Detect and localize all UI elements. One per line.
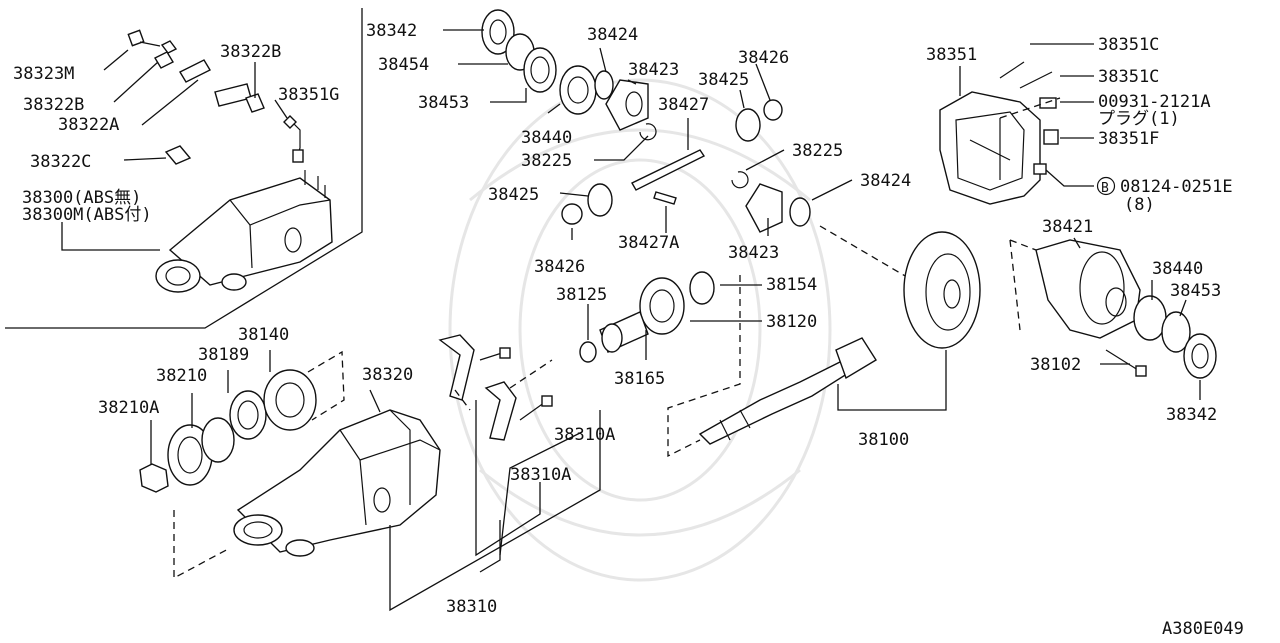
rear-cover-parts [939, 61, 1059, 205]
label-38210[interactable]: 38210 [156, 366, 207, 386]
rear-cover-leaders [959, 43, 1094, 187]
watermark-emblem [448, 78, 832, 582]
label-38102[interactable]: 38102 [1030, 355, 1081, 375]
pinion-parts [579, 231, 981, 445]
label-38426-mid[interactable]: 38426 [534, 257, 585, 277]
label-38225-left[interactable]: 38225 [521, 151, 572, 171]
label-38310A-a[interactable]: 38310A [554, 425, 615, 445]
label-38351G[interactable]: 38351G [278, 85, 339, 105]
dash-box-left [173, 510, 231, 580]
label-38322C[interactable]: 38322C [30, 152, 91, 172]
diff-case-leaders [1073, 237, 1201, 400]
label-38100[interactable]: 38100 [858, 430, 909, 450]
label-38189[interactable]: 38189 [198, 345, 249, 365]
gear-leaders [443, 29, 853, 240]
label-38351F[interactable]: 38351F [1098, 129, 1159, 149]
label-38425-mid[interactable]: 38425 [488, 185, 539, 205]
label-38300[interactable]: 38300(ABS無) [22, 188, 141, 208]
label-38125[interactable]: 38125 [556, 285, 607, 305]
diff-case-parts [1035, 239, 1217, 379]
label-38120[interactable]: 38120 [766, 312, 817, 332]
label-38425-top[interactable]: 38425 [698, 70, 749, 90]
label-38351C-a[interactable]: 38351C [1098, 35, 1159, 55]
label-38342-right[interactable]: 38342 [1166, 405, 1217, 425]
label-38322B-top[interactable]: 38322B [220, 42, 281, 62]
inset-frame [5, 8, 363, 329]
label-38424-mid[interactable]: 38424 [860, 171, 911, 191]
label-38210A[interactable]: 38210A [98, 398, 159, 418]
dash-gear-to-ring [819, 225, 913, 281]
inset-leaders [61, 49, 288, 251]
label-38426-top[interactable]: 38426 [738, 48, 789, 68]
label-38342-top[interactable]: 38342 [366, 21, 417, 41]
label-38351C-b[interactable]: 38351C [1098, 67, 1159, 87]
label-38453-left[interactable]: 38453 [418, 93, 469, 113]
label-38427A[interactable]: 38427A [618, 233, 679, 253]
label-38154[interactable]: 38154 [766, 275, 817, 295]
label-38322A[interactable]: 38322A [58, 115, 119, 135]
label-38165[interactable]: 38165 [614, 369, 665, 389]
label-38454[interactable]: 38454 [378, 55, 429, 75]
gear-parts [481, 9, 811, 233]
dash-line-flange [307, 350, 345, 421]
bolt-marker-circle [1096, 176, 1116, 196]
label-38427[interactable]: 38427 [658, 95, 709, 115]
pinion-leaders [587, 284, 947, 411]
label-38320[interactable]: 38320 [362, 365, 413, 385]
label-38225-right[interactable]: 38225 [792, 141, 843, 161]
label-38453-right[interactable]: 38453 [1170, 281, 1221, 301]
carrier-assembly [139, 334, 553, 557]
label-38323M[interactable]: 38323M [13, 64, 74, 84]
diagram-code: A380E049 [1162, 619, 1244, 638]
carrier-leaders [150, 350, 601, 612]
label-38310A-b[interactable]: 38310A [510, 465, 571, 485]
dash-cover-box [999, 97, 1061, 119]
label-38423-mid[interactable]: 38423 [728, 243, 779, 263]
inset-assembly [127, 29, 333, 293]
label-38424-top[interactable]: 38424 [587, 25, 638, 45]
label-38322B-left[interactable]: 38322B [23, 95, 84, 115]
label-08124-0251E[interactable]: 08124-0251E [1120, 177, 1233, 197]
label-38300M[interactable]: 38300M(ABS付) [22, 205, 152, 225]
label-qty-8: (8) [1124, 195, 1155, 215]
label-38351[interactable]: 38351 [926, 45, 977, 65]
dash-case-box [1009, 239, 1037, 331]
label-38440-right[interactable]: 38440 [1152, 259, 1203, 279]
label-38423-top[interactable]: 38423 [628, 60, 679, 80]
bolt-marker: B [1101, 181, 1109, 196]
part-labels: 38323M 38322B 38322B 38322A 38351G 38322… [13, 21, 1244, 639]
label-38421[interactable]: 38421 [1042, 217, 1093, 237]
label-38440-left[interactable]: 38440 [521, 128, 572, 148]
dash-pinion-box [667, 275, 741, 458]
label-38140[interactable]: 38140 [238, 325, 289, 345]
label-plug: プラグ(1) [1098, 109, 1180, 129]
label-38310[interactable]: 38310 [446, 597, 497, 617]
label-00931-2121A[interactable]: 00931-2121A [1098, 92, 1211, 112]
